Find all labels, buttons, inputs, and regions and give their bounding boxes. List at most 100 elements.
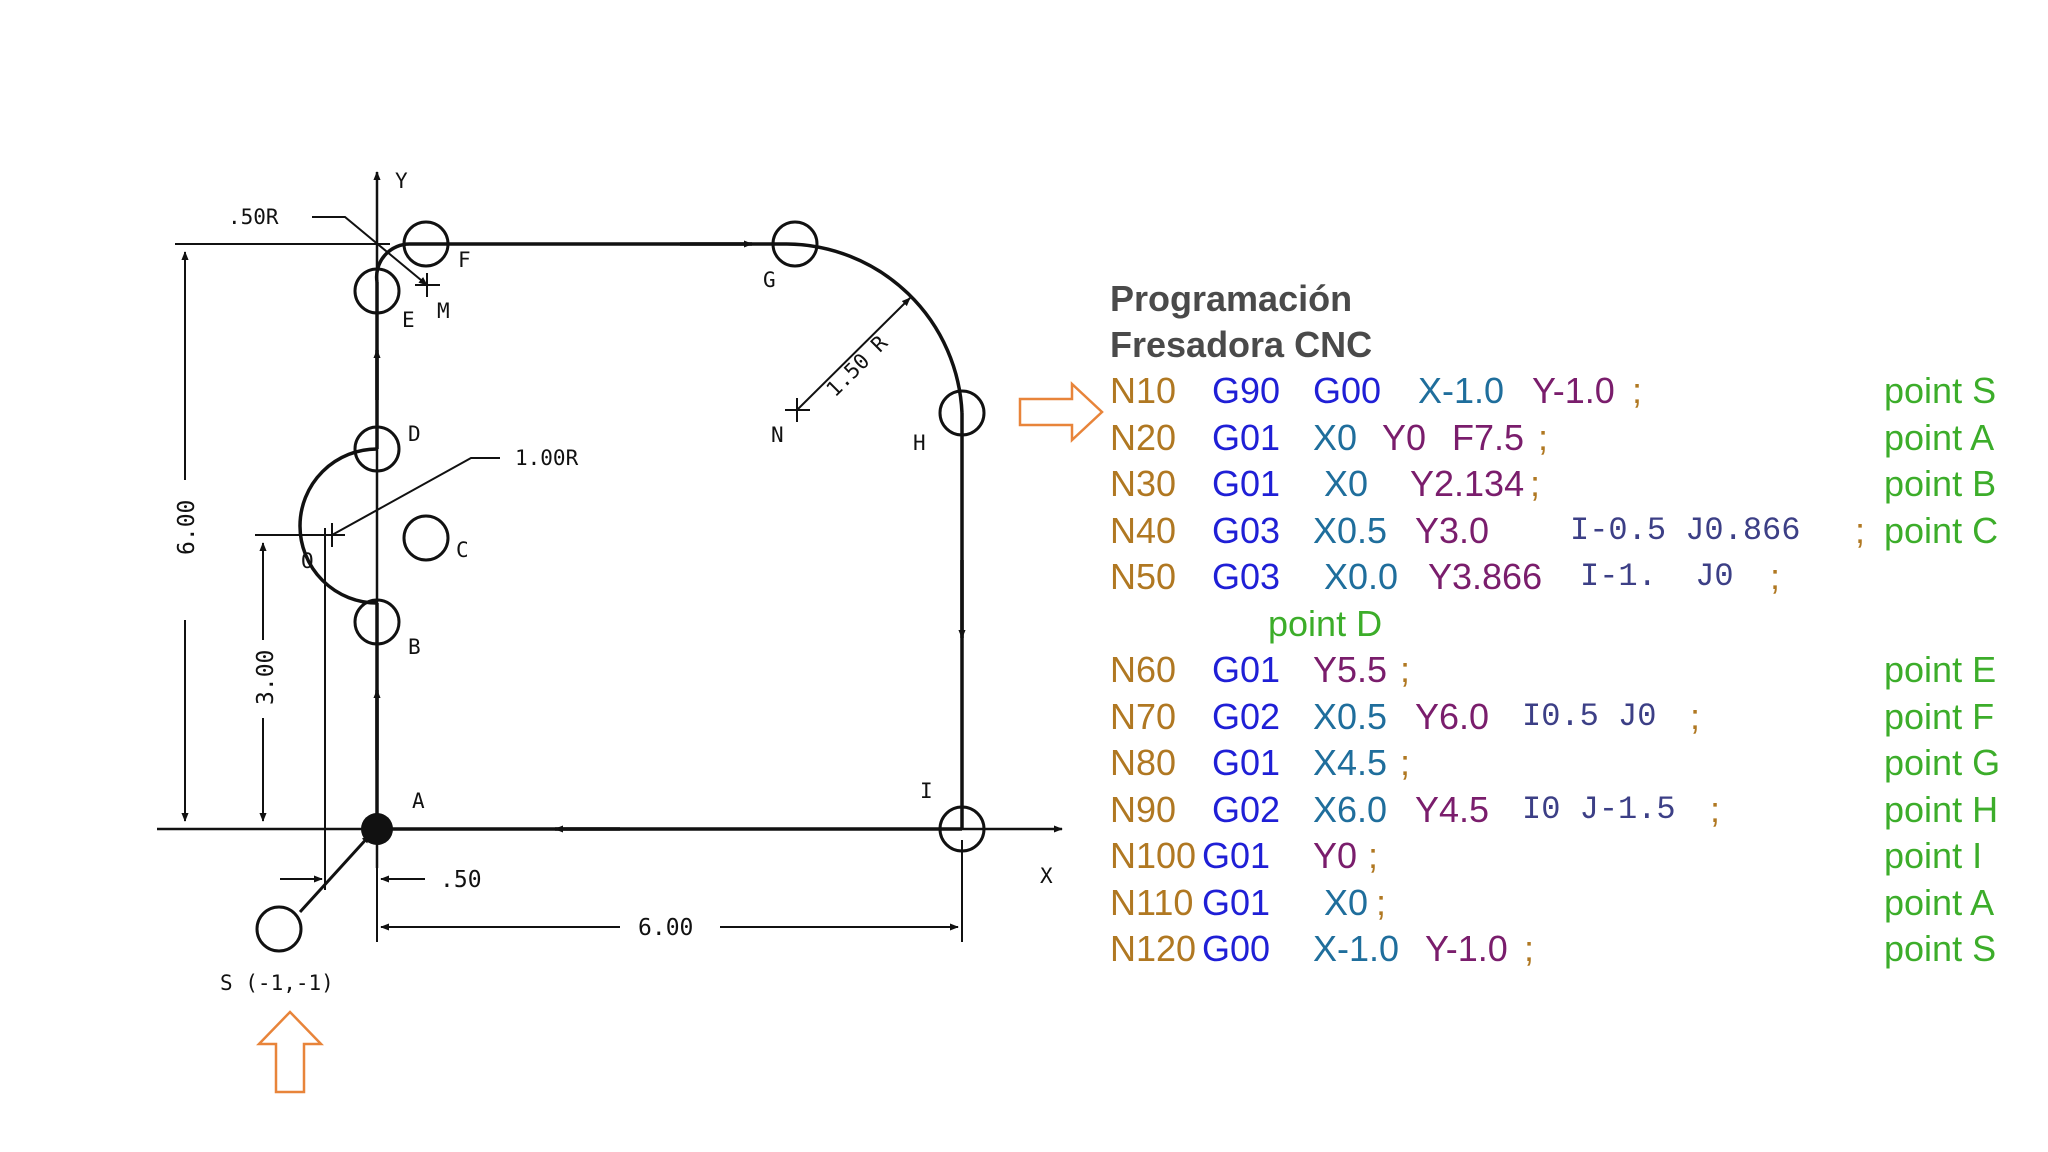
tool-circle-e xyxy=(353,267,401,315)
point-label-f: F xyxy=(458,248,471,272)
point-label-c: C xyxy=(456,538,469,562)
y-axis-label: Y xyxy=(395,169,408,193)
program-line-continuation: point D xyxy=(1110,601,2030,648)
end-of-block: ; xyxy=(1530,463,1541,504)
x-coordinate: X0.5 xyxy=(1313,509,1388,551)
point-label-g: G xyxy=(763,268,776,292)
radius-050-label: .50R xyxy=(228,205,279,229)
g-code: G01 xyxy=(1212,463,1281,504)
point-label-d: D xyxy=(408,422,421,446)
end-of-block: ; xyxy=(1632,370,1643,411)
g-code: G01 xyxy=(1202,881,1271,923)
tool-circle-f xyxy=(402,220,450,268)
y-coordinate: Y3.0 xyxy=(1415,509,1490,551)
arc-center-offset: I-1. J0 xyxy=(1580,558,1734,595)
block-number: N10 xyxy=(1110,370,1177,411)
x-coordinate: X0.5 xyxy=(1313,695,1388,737)
point-label: point A xyxy=(1884,881,1995,923)
point-label-n: N xyxy=(771,423,784,447)
x-coordinate: X0 xyxy=(1313,416,1358,458)
tool-path xyxy=(298,242,964,831)
y-coordinate: Y0 xyxy=(1313,835,1358,876)
x-coordinate: X-1.0 xyxy=(1313,928,1400,969)
end-of-block: ; xyxy=(1368,835,1379,876)
g-code: G01 xyxy=(1212,649,1281,690)
point-label: point S xyxy=(1884,370,1997,411)
block-number: N110 xyxy=(1110,881,1194,923)
block-number: N40 xyxy=(1110,509,1177,551)
tool-circle-c xyxy=(402,514,450,562)
point-label-i: I xyxy=(920,779,933,803)
g-code: G01 xyxy=(1202,835,1271,876)
cnc-program: Programación Fresadora CNC N10 G90 G00 X… xyxy=(1110,276,2030,973)
point-label: point E xyxy=(1884,649,1997,690)
program-line: N60 G01 Y5.5 ; point E xyxy=(1110,647,2030,694)
block-number: N20 xyxy=(1110,416,1177,458)
end-of-block: ; xyxy=(1770,556,1781,597)
arc-center-offset: I0 J-1.5 xyxy=(1522,790,1676,828)
g-code: G02 xyxy=(1212,695,1281,737)
radius-100-leader xyxy=(331,457,500,536)
program-line: N50 G03 X0.0 Y3.866 I-1. J0 ; xyxy=(1110,554,2030,601)
program-title-line2: Fresadora CNC xyxy=(1110,324,1373,365)
point-label: point H xyxy=(1884,788,1999,830)
program-line: N110 G01 X0 ; point A xyxy=(1110,880,2030,927)
path-arrow-sa xyxy=(298,833,372,914)
radius-100-label: 1.00R xyxy=(515,446,579,470)
y-coordinate: Y-1.0 xyxy=(1425,928,1508,969)
program-title-line1: Programación xyxy=(1110,278,1353,319)
g-code: G03 xyxy=(1212,556,1281,597)
g-code: G01 xyxy=(1212,416,1281,458)
point-label: point S xyxy=(1884,928,1997,969)
g-code: G90 xyxy=(1212,370,1281,411)
point-label: point C xyxy=(1884,509,1999,551)
block-number: N90 xyxy=(1110,788,1177,830)
y-coordinate: Y2.134 xyxy=(1410,463,1525,504)
dim-height-600: 6.00 xyxy=(174,500,200,555)
point-label-e: E xyxy=(402,308,415,332)
g-code: G01 xyxy=(1212,742,1281,783)
x-coordinate: X0 xyxy=(1324,463,1369,504)
point-label: point D xyxy=(1268,602,1383,644)
end-of-block: ; xyxy=(1710,788,1721,830)
radius-050-leader xyxy=(312,216,428,286)
dim-height-300: 3.00 xyxy=(253,650,279,705)
right-arrow-icon xyxy=(1018,381,1104,443)
end-of-block: ; xyxy=(1400,649,1411,690)
feed-rate: F7.5 xyxy=(1452,416,1525,458)
point-label-o: O xyxy=(301,549,314,573)
block-number: N50 xyxy=(1110,556,1177,597)
g-code: G02 xyxy=(1212,788,1281,830)
radius-150-leader xyxy=(796,297,911,411)
start-point-label: S (-1,-1) xyxy=(220,971,334,995)
end-of-block: ; xyxy=(1690,695,1701,737)
x-coordinate: X6.0 xyxy=(1313,788,1388,830)
tool-circle-b xyxy=(353,598,401,646)
y-coordinate: Y-1.0 xyxy=(1532,370,1615,411)
x-coordinate: X4.5 xyxy=(1313,742,1388,783)
program-line: N20 G01 X0 Y0 F7.5 ; point A xyxy=(1110,415,2030,462)
tool-circle-h xyxy=(938,389,986,437)
program-line: N30 G01 X0 Y2.134 ; point B xyxy=(1110,461,2030,508)
radius-150-label: 1.50 R xyxy=(822,331,893,402)
end-of-block: ; xyxy=(1524,928,1535,969)
block-number: N60 xyxy=(1110,649,1177,690)
block-number: N120 xyxy=(1110,928,1197,969)
y-coordinate: Y6.0 xyxy=(1415,695,1490,737)
x-coordinate: X0 xyxy=(1324,881,1369,923)
y-coordinate: Y3.866 xyxy=(1428,556,1543,597)
program-line: N80 G01 X4.5 ; point G xyxy=(1110,740,2030,787)
point-label-a: A xyxy=(412,789,425,813)
point-label-h: H xyxy=(913,431,926,455)
block-number: N80 xyxy=(1110,742,1177,783)
x-axis-label: X xyxy=(1040,864,1053,888)
dim-width-600: 6.00 xyxy=(638,915,693,941)
end-of-block: ; xyxy=(1376,881,1387,923)
point-label-b: B xyxy=(408,635,421,659)
block-number: N30 xyxy=(1110,463,1177,504)
arc-center-offset: I0.5 J0 xyxy=(1522,697,1657,735)
program-line: N120 G00 X-1.0 Y-1.0 ; point S xyxy=(1110,926,2030,973)
program-line: N90 G02 X6.0 Y4.5 I0 J-1.5 ; point H xyxy=(1110,787,2030,834)
point-label: point I xyxy=(1884,835,1983,876)
